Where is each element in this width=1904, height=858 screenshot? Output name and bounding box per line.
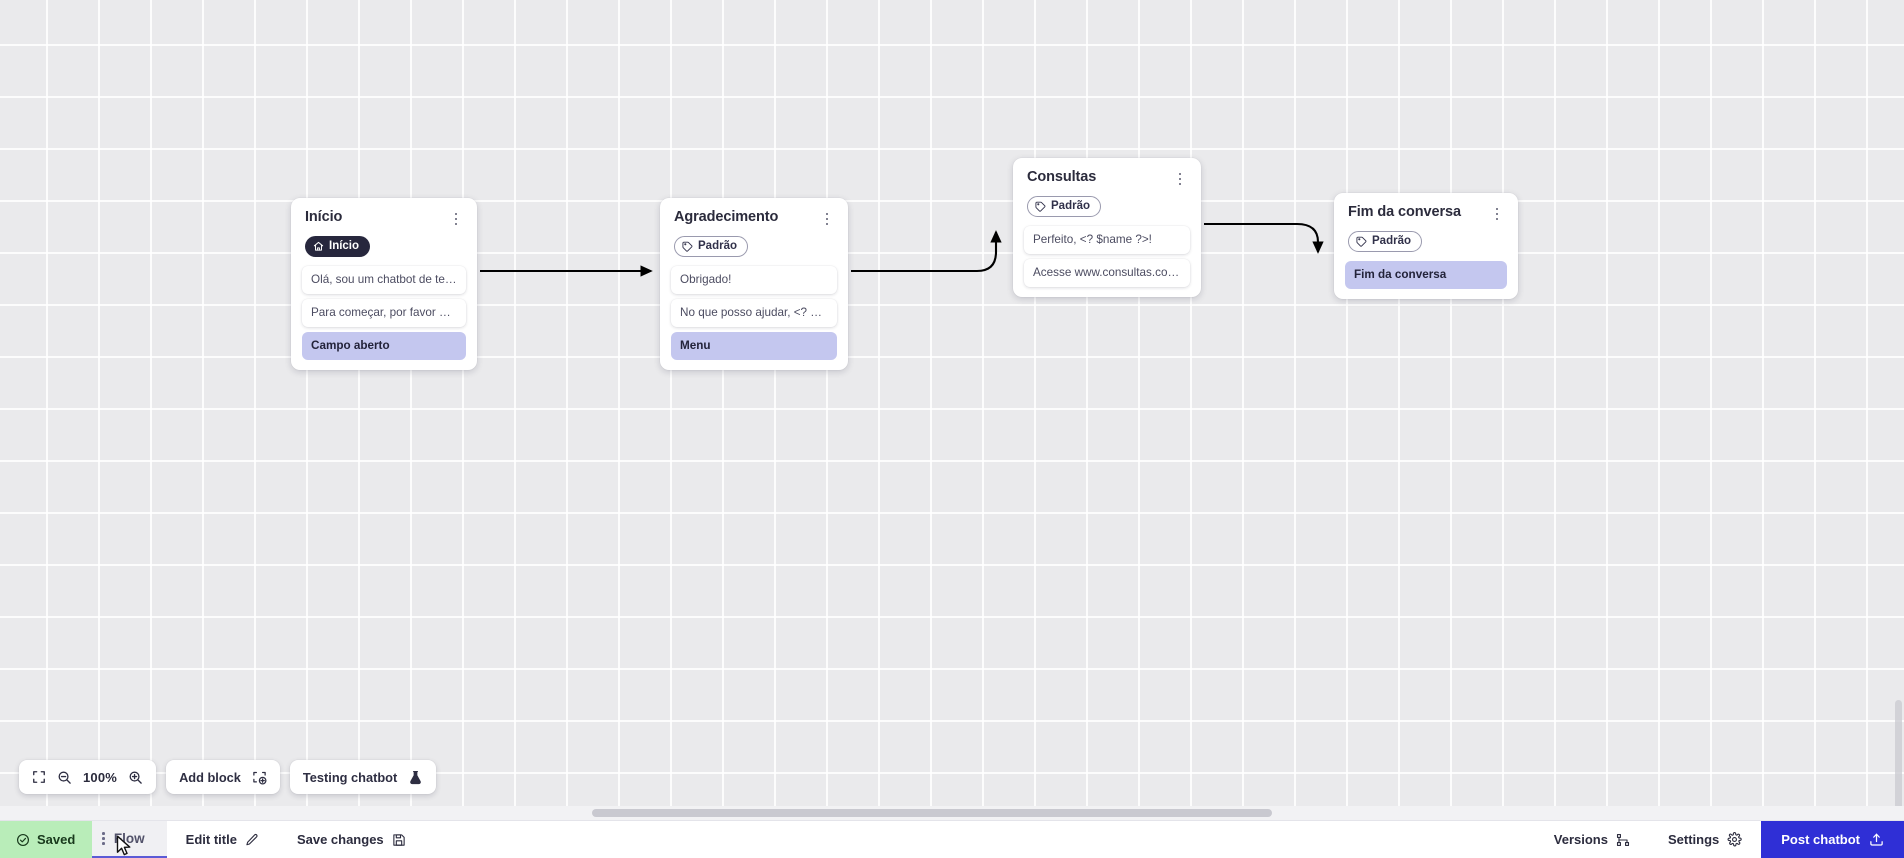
add-block-icon — [252, 770, 267, 785]
node-rows: Perfeito, <? $name ?>! Acesse www.consul… — [1024, 226, 1190, 287]
node-title: Agradecimento — [674, 209, 779, 225]
node-row-message[interactable]: Para começar, por favor digite o ... — [302, 299, 466, 327]
edit-title-button[interactable]: Edit title — [167, 821, 278, 858]
tag-icon — [1035, 201, 1046, 212]
zoom-level-value: 100% — [83, 769, 118, 785]
node-menu-icon[interactable] — [1489, 205, 1505, 223]
settings-button[interactable]: Settings — [1649, 821, 1761, 858]
zoom-in-icon[interactable] — [128, 770, 143, 785]
node-menu-icon[interactable] — [1172, 170, 1188, 188]
flow-node-agradecimento[interactable]: Agradecimento Padrão Obrigado! No que po… — [660, 198, 848, 370]
node-menu-icon[interactable] — [819, 210, 835, 228]
home-icon — [313, 241, 324, 252]
zoom-controls[interactable]: 100% — [19, 760, 157, 794]
testing-chatbot-button[interactable]: Testing chatbot — [289, 760, 437, 794]
flow-node-inicio[interactable]: Início Início Olá, sou um chatbot de tes… — [291, 198, 477, 370]
versions-button[interactable]: Versions — [1535, 821, 1649, 858]
add-block-label: Add block — [179, 769, 241, 785]
tag-icon — [1356, 236, 1367, 247]
node-badge-row: Início — [302, 228, 466, 266]
node-title: Fim da conversa — [1348, 204, 1461, 220]
node-badge-row: Padrão — [1345, 223, 1507, 261]
edit-title-label: Edit title — [185, 832, 237, 847]
flask-icon — [408, 770, 423, 785]
node-menu-icon[interactable] — [448, 210, 464, 228]
node-badge-inicio[interactable]: Início — [305, 236, 371, 257]
node-rows: Olá, sou um chatbot de teste! Para começ… — [302, 266, 466, 360]
node-badge-row: Padrão — [1024, 188, 1190, 226]
fit-screen-icon[interactable] — [32, 770, 46, 784]
node-title: Consultas — [1027, 169, 1097, 185]
node-header: Fim da conversa — [1345, 204, 1507, 223]
node-row-action[interactable]: Menu — [671, 332, 837, 360]
node-badge-row: Padrão — [671, 228, 837, 266]
node-row-action[interactable]: Fim da conversa — [1345, 261, 1507, 289]
node-row-message[interactable]: Olá, sou um chatbot de teste! — [302, 266, 466, 294]
horizontal-scrollbar[interactable] — [0, 806, 1904, 820]
canvas-toolbar: 100% Add block Testing chatbot — [19, 760, 437, 794]
pencil-icon — [245, 833, 259, 847]
bottom-bar-right: Versions Settings Post chatbot — [1535, 821, 1904, 858]
vertical-scrollbar[interactable] — [1893, 0, 1904, 820]
edge-agradecimento-to-consultas — [851, 230, 1002, 273]
node-header: Consultas — [1024, 169, 1190, 188]
node-header: Início — [302, 209, 466, 228]
node-badge-padrao[interactable]: Padrão — [1348, 231, 1422, 252]
tab-flow-label: Flow — [113, 831, 145, 846]
post-chatbot-label: Post chatbot — [1781, 832, 1860, 847]
save-changes-button[interactable]: Save changes — [278, 821, 425, 858]
testing-chatbot-label: Testing chatbot — [302, 769, 398, 785]
node-row-message[interactable]: Obrigado! — [671, 266, 837, 294]
node-row-message[interactable]: No que posso ajudar, <? $name ... — [671, 299, 837, 327]
tag-icon — [682, 241, 693, 252]
node-badge-label: Início — [329, 240, 360, 252]
node-badge-label: Padrão — [1372, 235, 1411, 247]
node-rows: Obrigado! No que posso ajudar, <? $name … — [671, 266, 837, 360]
versions-label: Versions — [1553, 832, 1608, 847]
zoom-out-icon[interactable] — [57, 770, 72, 785]
branch-icon — [1616, 833, 1630, 847]
tab-flow[interactable]: Flow — [92, 821, 167, 858]
node-badge-label: Padrão — [1051, 200, 1090, 212]
node-title: Início — [305, 209, 343, 225]
node-row-action[interactable]: Campo aberto — [302, 332, 466, 360]
horizontal-scrollbar-thumb[interactable] — [592, 809, 1272, 817]
flow-node-fim-da-conversa[interactable]: Fim da conversa Padrão Fim da conversa — [1334, 193, 1518, 299]
post-chatbot-button[interactable]: Post chatbot — [1761, 821, 1904, 858]
node-row-message[interactable]: Acesse www.consultas.com par... — [1024, 259, 1190, 287]
vertical-scrollbar-thumb[interactable] — [1895, 700, 1902, 810]
edge-consultas-to-fim — [1204, 222, 1324, 254]
node-header: Agradecimento — [671, 209, 837, 228]
add-block-button[interactable]: Add block — [166, 760, 280, 794]
node-badge-padrao[interactable]: Padrão — [674, 236, 748, 257]
saved-status-label: Saved — [37, 832, 76, 847]
gear-icon — [1727, 832, 1742, 847]
node-rows: Fim da conversa — [1345, 261, 1507, 289]
node-badge-label: Padrão — [698, 240, 737, 252]
save-changes-label: Save changes — [296, 832, 384, 847]
node-badge-padrao[interactable]: Padrão — [1027, 196, 1101, 217]
connector-edges — [480, 222, 1324, 277]
saved-status-badge: Saved — [0, 821, 93, 858]
check-circle-icon — [16, 833, 30, 847]
node-row-message[interactable]: Perfeito, <? $name ?>! — [1024, 226, 1190, 254]
bottom-bar: Saved Flow Edit title Save changes Versi… — [0, 820, 1904, 858]
flow-node-consultas[interactable]: Consultas Padrão Perfeito, <? $name ?>! … — [1013, 158, 1201, 297]
floppy-disk-icon — [392, 833, 406, 847]
upload-icon — [1869, 832, 1884, 847]
flow-canvas[interactable]: Início Início Olá, sou um chatbot de tes… — [0, 0, 1904, 820]
settings-label: Settings — [1667, 832, 1720, 847]
drag-dots-icon[interactable] — [102, 832, 105, 845]
